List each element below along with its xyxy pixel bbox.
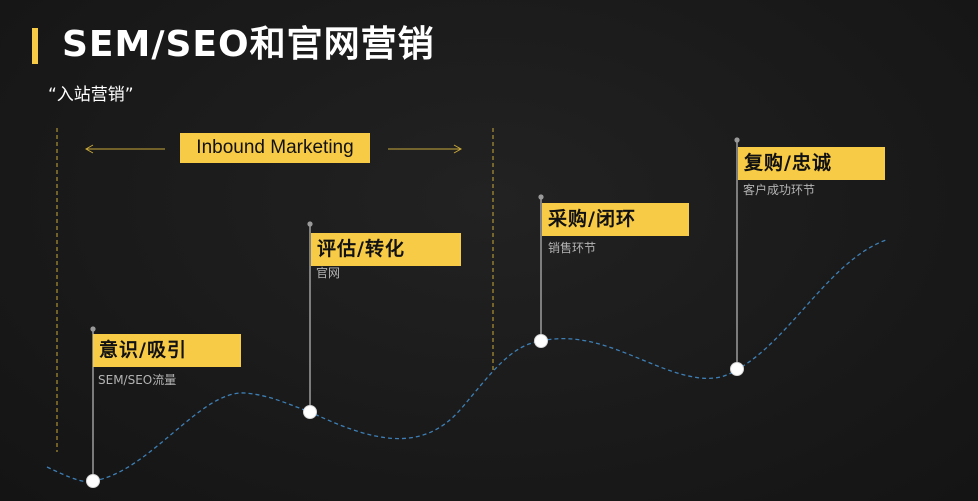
page-subtitle: “入站营销” [48, 85, 134, 105]
stage-3-label: 采购/闭环 [542, 203, 689, 236]
stage-2-label: 评估/转化 [311, 233, 461, 266]
right-arrow-icon [388, 144, 463, 154]
title-accent-bar [32, 28, 38, 64]
stage-3-node[interactable] [534, 334, 548, 348]
stage-4-node[interactable] [730, 362, 744, 376]
stage-1-node[interactable] [86, 474, 100, 488]
stage-3-pin [538, 194, 544, 200]
inbound-marketing-label: Inbound Marketing [180, 133, 370, 163]
stage-1-desc: SEM/SEO流量 [98, 373, 177, 387]
stage-2-desc: 官网 [316, 266, 341, 280]
stage-2-pin [307, 221, 313, 227]
stage-3-desc: 销售环节 [548, 241, 597, 255]
left-arrow-icon [84, 144, 165, 154]
stage-1-pin [90, 326, 96, 332]
stage-4-label: 复购/忠诚 [738, 147, 885, 180]
stage-4-pin [734, 137, 740, 143]
stage-4-desc: 客户成功环节 [743, 183, 816, 197]
stage-1-label: 意识/吸引 [93, 334, 241, 367]
page-title: SEM/SEO和官网营销 [62, 24, 435, 65]
stage-2-node[interactable] [303, 405, 317, 419]
